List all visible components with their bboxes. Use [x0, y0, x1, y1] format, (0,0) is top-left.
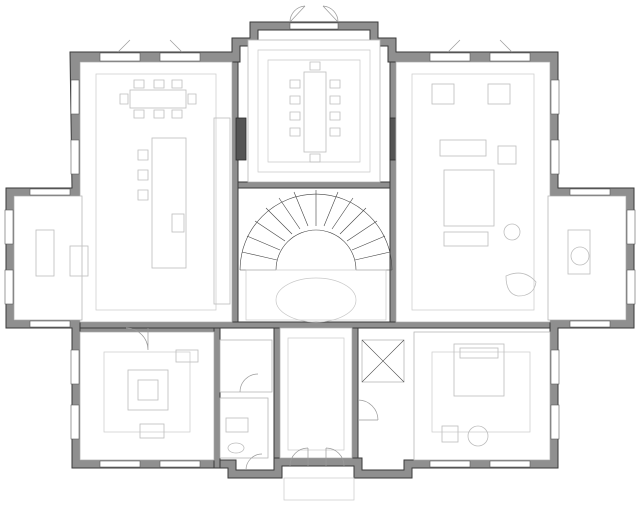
closet: [219, 339, 273, 393]
window-west-1: [70, 79, 80, 115]
conference-chairs: [289, 61, 341, 163]
entry-foyer: [279, 327, 353, 459]
living-armchair-3: [487, 83, 511, 105]
window-west-2: [70, 139, 80, 175]
door-sw-bedroom: [125, 327, 149, 351]
east-table: [570, 246, 590, 266]
kitchen-sink: [171, 213, 185, 233]
se-bed-pillow: [459, 347, 499, 359]
furniture: [35, 61, 591, 454]
north-swing: [289, 5, 339, 23]
wall-hall-north: [237, 181, 391, 189]
bar-stools: [137, 149, 149, 201]
window-west-3: [4, 209, 14, 245]
elevator-x: [361, 339, 405, 383]
dining-inner: [95, 73, 217, 311]
powder-vanity: [225, 417, 249, 433]
living-armchair-1: [497, 145, 517, 165]
conference-room: [247, 39, 381, 183]
east-piano: [505, 272, 537, 297]
living-coffee-table: [443, 169, 495, 227]
window-east-4: [626, 269, 636, 305]
door-powder: [245, 453, 263, 471]
window-se-1: [569, 320, 611, 328]
sw-bed-inner: [137, 379, 159, 401]
dining-chairs: [119, 79, 197, 119]
conference-ceiling: [257, 49, 371, 173]
window-south-4: [489, 460, 531, 468]
ne-swing: [447, 39, 513, 53]
se-bedroom-rug: [431, 351, 531, 433]
entry-step: [283, 477, 355, 501]
se-table: [467, 425, 489, 447]
window-south-2: [159, 460, 201, 468]
window-east-5: [550, 349, 560, 385]
stair-hall-floor: [245, 269, 387, 321]
sw-bedroom-rug: [103, 351, 191, 433]
dining-table: [129, 89, 187, 109]
wall-dining-west: [231, 61, 239, 323]
wall-south-band: [79, 321, 551, 329]
conference-table: [303, 71, 327, 153]
window-north-4: [429, 52, 471, 62]
windows: [4, 22, 636, 468]
stair-inner-arc: [275, 229, 357, 271]
living-side-table: [503, 223, 521, 241]
column-1: [235, 117, 247, 161]
wall-foyer-east: [351, 327, 359, 459]
window-west-6: [70, 404, 80, 440]
powder-toilet: [227, 442, 245, 454]
window-nw-1: [29, 188, 71, 196]
window-west-5: [70, 349, 80, 385]
sw-bed: [127, 369, 169, 411]
living-sofa-south: [443, 231, 489, 247]
east-sitting-room: [547, 195, 627, 321]
interior-walls: [79, 61, 551, 469]
window-east-3: [626, 209, 636, 245]
living-room: [395, 61, 551, 323]
window-south-1: [99, 460, 141, 468]
doors: [125, 327, 379, 501]
window-south-3: [429, 460, 471, 468]
kitchen-island: [151, 137, 187, 269]
wall-sw-bedroom-north: [79, 327, 215, 333]
window-east-2: [550, 139, 560, 175]
se-bed: [453, 343, 505, 397]
window-east-6: [550, 404, 560, 440]
door-closet: [239, 373, 259, 393]
window-east-1: [550, 79, 560, 115]
sw-wardrobe: [175, 349, 199, 363]
window-ne-1: [569, 188, 611, 196]
window-sw-1: [29, 320, 71, 328]
rooms: [13, 39, 627, 461]
kitchen-counter: [213, 117, 231, 305]
door-foyer-side: [357, 399, 379, 421]
wall-living-east: [389, 61, 397, 323]
east-sofa: [567, 229, 591, 275]
door-foyer-main: [289, 447, 345, 467]
sw-bedroom: [79, 331, 215, 461]
living-inner: [411, 73, 535, 311]
sw-chair-1: [139, 423, 165, 439]
dining-kitchen-room: [79, 61, 233, 323]
nw-swing: [117, 39, 183, 53]
stair-landing: [275, 277, 357, 323]
wall-powder-west: [213, 327, 221, 469]
se-chair: [441, 425, 459, 443]
window-north-5: [489, 52, 531, 62]
foyer-inner: [287, 337, 345, 451]
window-north-3: [289, 22, 339, 30]
west-sofa: [35, 229, 55, 277]
grand-staircase: [239, 190, 393, 323]
window-swings: [117, 5, 513, 53]
living-armchair-2: [431, 83, 455, 105]
west-sitting-room: [13, 195, 83, 321]
living-sofa: [439, 139, 487, 157]
wall-foyer-west: [273, 327, 281, 459]
west-coffee-table: [69, 245, 89, 277]
window-north-2: [159, 52, 201, 62]
window-north-1: [99, 52, 141, 62]
window-west-4: [4, 269, 14, 305]
